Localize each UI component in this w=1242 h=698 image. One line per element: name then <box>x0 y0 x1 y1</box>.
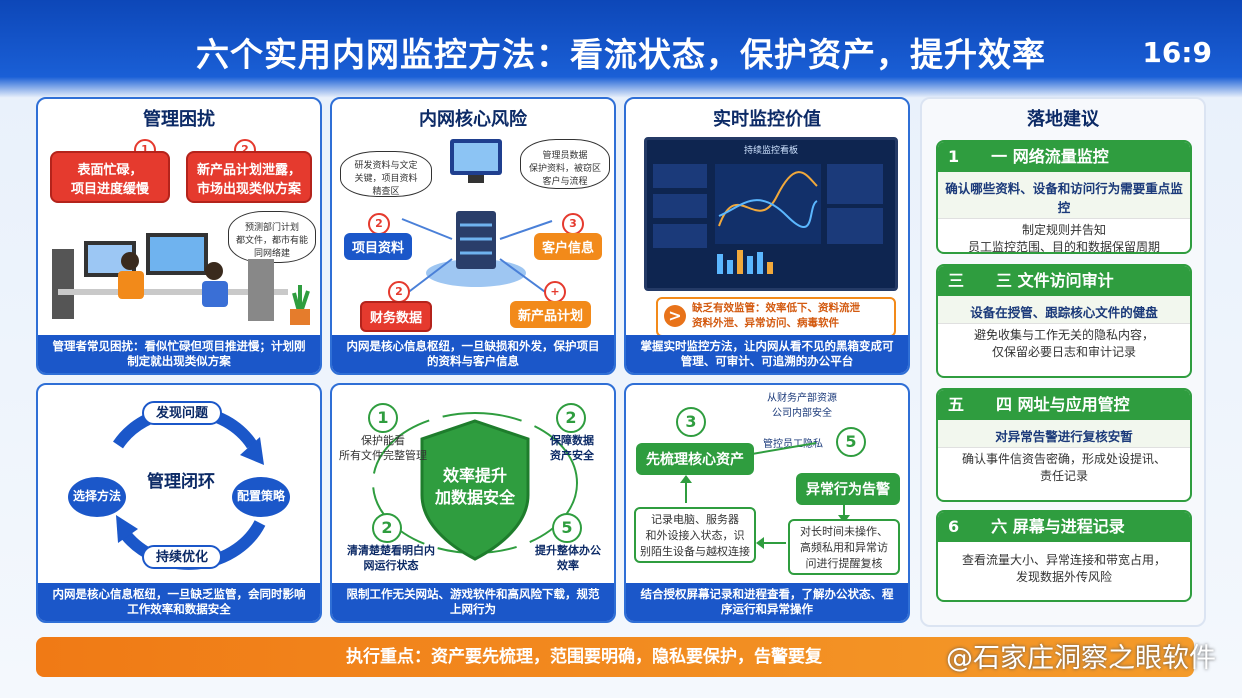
risk-new-product-plan: 新产品计划 <box>510 301 592 328</box>
office-illustration <box>52 233 310 325</box>
monitor-dashboard: 持续监控看板 <box>644 137 898 291</box>
risk-number: 2 <box>388 281 410 303</box>
loop-step-select: 选择方法 <box>68 477 126 517</box>
suggestion-body: 确认事件信资告密确，形成处设提讯、 责任记录 <box>961 452 1166 483</box>
card-core-risk: 内网核心风险 研发资料与文定 关键，项目资料 精查区 管理员数据 保护资料，被窃… <box>330 97 616 375</box>
flow-arrows <box>680 442 850 549</box>
flow-sort-assets: 先梳理核心资产 <box>636 443 754 475</box>
suggestion-file-audit: 三 三 文件访问审计 设备在授管、跟踪核心文件的健盘 避免收集与工作无关的隐私内… <box>936 264 1192 378</box>
suggestion-sub: 对异常告警进行复核安暂 <box>938 420 1190 448</box>
flow-abnormal-alert: 异常行为告警 <box>796 473 900 505</box>
card-caption: 内网是核心信息枢纽，一旦缺乏监管，会同时影响工作效率和数据安全 <box>38 583 320 621</box>
benefit-2: 保障数据 资产安全 <box>550 434 594 462</box>
suggestion-body: 制定规则并告知 员工监控范围、目的和数据保留周期 <box>967 223 1160 254</box>
risk-project-data: 项目资料 <box>344 233 413 260</box>
benefit-4: 提升整体办公 效率 <box>535 544 601 572</box>
risk-bubble-right: 管理员数据 保护资料，被窃区 客户与流程 <box>520 139 610 189</box>
card-title: 实时监控价值 <box>713 109 821 130</box>
card-caption: 限制工作无关网站、游戏软件和高风险下载，规范上网行为 <box>332 583 614 621</box>
card-title: 管理困扰 <box>143 109 215 130</box>
aspect-ratio-label: 16:9 <box>1142 36 1212 69</box>
risk-customer-info: 客户信息 <box>534 233 603 260</box>
card-caption: 管理者常见困扰：看似忙碌但项目推进慢；计划刚制定就出现类似方案 <box>38 335 320 373</box>
warning-text: 缺乏有效监管：效率低下、资料流泄 资料外泄、异常访问、病毒软件 <box>692 302 860 329</box>
flow-review-box: 对长时间未操作、 高频私用和异常访 问进行提醒复核 <box>788 519 900 575</box>
loop-step-optimize: 持续优化 <box>142 545 222 569</box>
loop-step-config: 配置策略 <box>232 477 290 517</box>
server-illustration <box>401 139 553 298</box>
suggestion-head: 6 六 屏幕与进程记录 <box>938 512 1190 542</box>
benefit-number: 1 <box>368 403 398 433</box>
benefit-number: 2 <box>372 513 402 543</box>
key-points-banner: 执行重点：资产要先梳理，范围要明确，隐私要保护，告警要复 <box>36 637 1194 677</box>
risk-finance-data: 财务数据 <box>360 301 433 332</box>
warning-box: > 缺乏有效监管：效率低下、资料流泄 资料外泄、异常访问、病毒软件 <box>656 297 896 337</box>
flow-mid-note: 管控员工隐私 <box>763 439 823 450</box>
card-title: 落地建议 <box>1027 109 1099 130</box>
card-management-loop: 管理闭环 发现问题 配置策略 持续优化 选择方法 内网是核心信息枢纽，一旦缺乏监… <box>36 383 322 623</box>
risk-bubble-left: 研发资料与文定 关键，项目资料 精查区 <box>340 151 432 197</box>
flow-number: 3 <box>676 407 706 437</box>
suggestion-body: 查看流量大小、异常连接和带宽占用， 发现数据外传风险 <box>961 553 1166 584</box>
benefit-3: 清清楚楚看明白内 网运行状态 <box>347 544 435 572</box>
loop-center-label: 管理闭环 <box>147 472 215 492</box>
flow-top-note: 从财务产部资源 公司内部安全 <box>767 393 837 419</box>
suggestion-network-traffic: 1 一 网络流量监控 确认哪些资料、设备和访问行为需要重点监控 制定规则并告知 … <box>936 140 1192 254</box>
suggestion-head: 1 一 网络流量监控 <box>938 142 1190 172</box>
benefit-number: 5 <box>552 513 582 543</box>
trouble-bubble-2: 新产品计划泄露， 市场出现类似方案 <box>186 151 312 203</box>
card-caption: 结合授权屏幕记录和进程查看，了解办公状态、程序运行和异常操作 <box>626 583 908 621</box>
benefit-number: 2 <box>556 403 586 433</box>
suggestion-screen-process: 6 六 屏幕与进程记录 查看流量大小、异常连接和带宽占用， 发现数据外传风险 <box>936 510 1192 602</box>
suggestion-sub: 设备在授管、跟踪核心文件的健盘 <box>938 296 1190 324</box>
suggestion-head: 三 三 文件访问审计 <box>938 266 1190 296</box>
suggestion-sub: 确认哪些资料、设备和访问行为需要重点监控 <box>938 172 1190 219</box>
shield-icon <box>372 412 578 561</box>
card-caption: 内网是核心信息枢纽，一旦缺损和外发，保护项目的资料与客户信息 <box>332 335 614 373</box>
warning-icon: > <box>664 305 686 327</box>
risk-number: + <box>544 281 566 303</box>
card-caption: 掌握实时监控方法，让内网从看不见的黑箱变成可管理、可审计、可追溯的办公平台 <box>626 335 908 373</box>
risk-number: 2 <box>368 213 390 235</box>
benefit-1: 保护能看 所有文件完整管理 <box>339 434 427 462</box>
card-efficiency-security: 效率提升 加数据安全 1 保护能看 所有文件完整管理 2 保障数据 资产安全 2… <box>330 383 616 623</box>
card-process-flow: 从财务产部资源 公司内部安全 3 先梳理核心资产 管控员工隐私 5 异常行为告警… <box>624 383 910 623</box>
dashboard-charts <box>653 164 883 274</box>
suggestion-head: 五 四 网址与应用管控 <box>938 390 1190 420</box>
flow-device-record: 记录电脑、服务器 和外设接入状态，识 别陌生设备与越权连接 <box>634 507 756 563</box>
shield-label: 效率提升 加数据安全 <box>434 466 515 507</box>
suggestion-url-app-control: 五 四 网址与应用管控 对异常告警进行复核安暂 确认事件信资告密确，形成处设提讯… <box>936 388 1192 502</box>
card-management-trouble: 管理困扰 1 表面忙碌， 项目进度缓慢 2 新产品计划泄露， 市场出现类似方案 … <box>36 97 322 375</box>
trouble-bubble-1: 表面忙碌， 项目进度缓慢 <box>50 151 170 203</box>
flow-number: 5 <box>836 427 866 457</box>
dashboard-title: 持续监控看板 <box>743 146 798 156</box>
risk-number: 3 <box>562 213 584 235</box>
thought-bubble: 预测部门计划 都文件，都市有能 同网络建 <box>228 211 316 263</box>
suggestion-body: 避免收集与工作无关的隐私内容， 仅保留必要日志和审计记录 <box>973 328 1154 359</box>
page-title: 六个实用内网监控方法：看流状态，保护资产，提升效率 <box>196 35 1046 74</box>
watermark: @石家庄洞察之眼软件 <box>946 643 1216 674</box>
card-realtime-value: 实时监控价值 持续监控看板 > 缺乏有效监管：效率低下、资料流泄 资料外泄、异常… <box>624 97 910 375</box>
loop-step-discover: 发现问题 <box>142 401 222 425</box>
card-title: 内网核心风险 <box>419 109 527 130</box>
